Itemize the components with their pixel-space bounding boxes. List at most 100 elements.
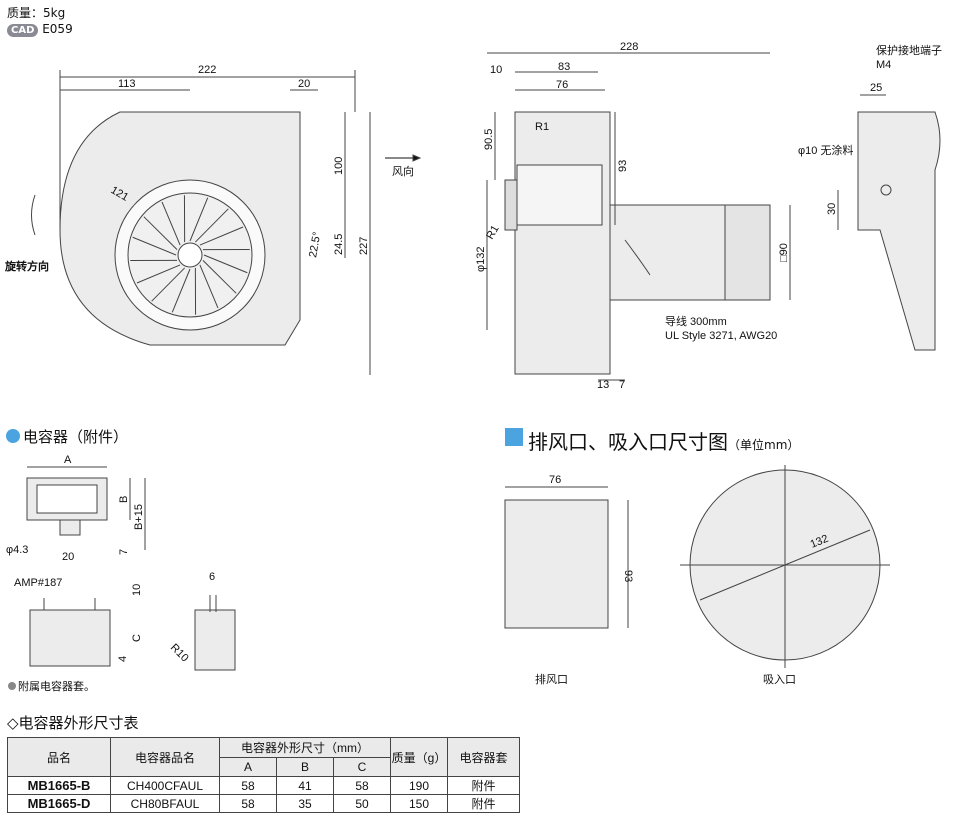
dim-c: C (131, 634, 143, 642)
blade (143, 216, 178, 250)
cell-c: 58 (333, 776, 391, 795)
dim-76: 76 (549, 474, 561, 486)
blade (136, 264, 181, 284)
dim-30: 30 (826, 203, 838, 215)
dim-113: 113 (118, 78, 136, 90)
dim-222: 222 (198, 64, 216, 76)
cell-b: 35 (276, 794, 334, 813)
r10: R10 (168, 642, 191, 665)
blade (199, 226, 244, 246)
col-b: B (276, 757, 334, 777)
dim-10: 10 (490, 64, 502, 76)
front-view: 222 113 20 100 24.5 22.5° 227 121 旋转方向 (4, 64, 371, 375)
mass-label: 质量：5kg (7, 6, 66, 20)
capacitor-note: 附属电容器套。 (18, 679, 95, 693)
r1-top: R1 (535, 121, 549, 133)
dim-4: 4 (117, 656, 129, 662)
cell-b: 41 (276, 776, 334, 795)
section-square-icon (505, 428, 523, 446)
dim-227: 227 (358, 237, 370, 255)
cell-model: MB1665-D (7, 794, 111, 813)
cell-a: 58 (219, 794, 277, 813)
side-view: 228 10 83 76 90.5 93 φ132 R1 R1 □90 导线 3… (475, 41, 791, 391)
openings-title: 排风口、吸入口尺寸图 (528, 430, 728, 454)
cell-c: 50 (333, 794, 391, 813)
rotation-arrow-icon (31, 194, 36, 236)
dim-228: 228 (620, 41, 638, 53)
dim-93: 93 (622, 570, 634, 582)
col-a: A (219, 757, 277, 777)
blade (199, 264, 219, 309)
phi10-label: φ10 无涂料 (798, 143, 853, 157)
blade (161, 201, 181, 246)
dim-7: 7 (118, 549, 130, 555)
openings-drawings: 76 93 132 排风口 吸入口 (504, 428, 890, 686)
openings-heading: 排风口、吸入口尺寸图（单位mm） (528, 426, 799, 455)
impeller-blades (130, 195, 250, 315)
inlet-label: 吸入口 (763, 674, 796, 686)
dim-100: 100 (333, 157, 345, 175)
dim-20: 20 (62, 551, 74, 563)
ground-terminal-label: 保护接地端子 (876, 43, 942, 57)
col-model: 品名 (7, 737, 111, 777)
dim-25: 25 (870, 82, 882, 94)
col-cap: 电容器品名 (110, 737, 220, 777)
dim-22-5: 22.5° (307, 231, 323, 259)
blade (171, 268, 191, 313)
cell-cap: CH80BFAUL (110, 794, 220, 813)
col-c: C (333, 757, 391, 777)
dim-7: 7 (619, 379, 625, 391)
dim-phi43: φ4.3 (6, 544, 28, 556)
airflow-label: 风向 (392, 164, 414, 178)
dim-sq90: □90 (778, 243, 790, 262)
col-cover: 电容器套 (447, 737, 520, 777)
dim-a: A (64, 454, 72, 466)
dim-20: 20 (298, 78, 310, 90)
blade (203, 254, 248, 274)
outlet-label: 排风口 (535, 672, 568, 686)
dim-90-5: 90.5 (483, 129, 495, 150)
rear-view: 保护接地端子 M4 25 φ10 无涂料 30 (798, 43, 942, 351)
cell-cap: CH400CFAUL (110, 776, 220, 795)
dim-24-5: 24.5 (333, 234, 345, 255)
dim-phi132: φ132 (475, 247, 487, 273)
cell-cover: 附件 (447, 776, 520, 795)
dim-6: 6 (209, 571, 215, 583)
blade (202, 260, 237, 294)
dim-93: 93 (617, 160, 629, 172)
dim-b15: B+15 (133, 504, 145, 530)
capacitor-title: 电容器（附件） (23, 428, 129, 446)
blade (195, 208, 229, 243)
blade (189, 197, 209, 242)
note-bullet-icon (8, 682, 16, 690)
hub (177, 242, 203, 268)
cad-code[interactable]: E059 (42, 22, 73, 36)
cell-mass: 150 (390, 794, 448, 813)
outlet-rect (504, 499, 609, 629)
dim-76: 76 (556, 79, 568, 91)
ground-terminal-size: M4 (876, 59, 891, 71)
cad-badge[interactable]: CAD (7, 24, 39, 37)
capacitor-drawings: A B B+15 φ4.3 20 7 AMP#187 10 C 4 6 R10 … (6, 429, 236, 693)
col-dims: 电容器外形尺寸（mm） (219, 737, 391, 758)
col-mass: 质量（g） (390, 737, 448, 777)
cell-a: 58 (219, 776, 277, 795)
openings-unit: （单位mm） (728, 438, 800, 452)
drawings: 222 113 20 100 24.5 22.5° 227 121 旋转方向 风… (4, 41, 942, 693)
blade (132, 236, 177, 256)
blade (151, 267, 185, 302)
dim-13: 13 (597, 379, 609, 391)
table-title: ◇电容器外形尺寸表 (7, 714, 139, 732)
cell-mass: 190 (390, 776, 448, 795)
cad-line: CAD E059 (7, 22, 73, 37)
amp-label: AMP#187 (14, 577, 62, 589)
cell-model: MB1665-B (7, 776, 111, 795)
cell-cover: 附件 (447, 794, 520, 813)
rotation-label: 旋转方向 (4, 259, 49, 273)
airflow-indicator: 风向 (385, 154, 422, 178)
dim-83: 83 (558, 61, 570, 73)
